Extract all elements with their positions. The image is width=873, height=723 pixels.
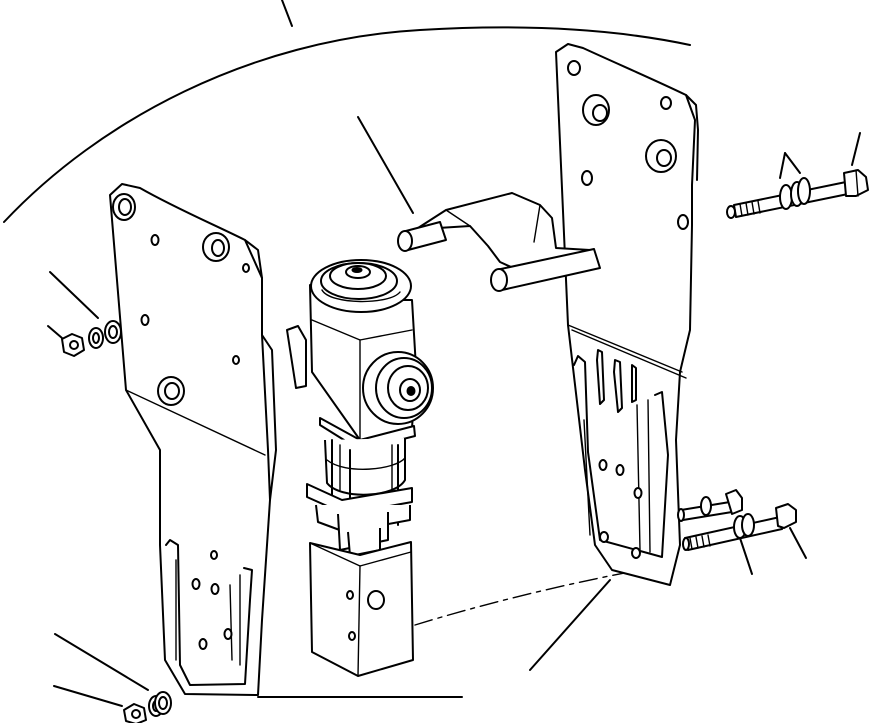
leader-pipe-bracket [357,116,414,214]
leader-lower-washer [54,633,149,691]
hardware-nut-lower [123,691,172,723]
hardware-bolt [726,169,869,219]
valve-assembly [286,259,434,677]
right-bracket-plate [555,43,699,586]
leader-top-arc [281,0,293,27]
leader-washer-b [784,152,801,174]
hardware-bolt-lower-pair [677,489,797,551]
leader-upper-washer [49,271,99,319]
lower-phantom-arc [414,569,641,626]
leader-lower-bolt-a [739,537,753,575]
leader-lower-nut [53,685,123,707]
leader-washer-a [779,152,786,179]
left-bracket-plate [109,183,277,696]
leader-lower-bolt-b [789,527,807,559]
hardware-nut-upper [61,320,122,357]
upper-arc-line [3,26,691,223]
pipe-bracket [397,192,601,292]
leader-upper-nut [47,325,63,339]
leader-right-plate [529,579,611,671]
leader-top-bolt [851,132,861,166]
